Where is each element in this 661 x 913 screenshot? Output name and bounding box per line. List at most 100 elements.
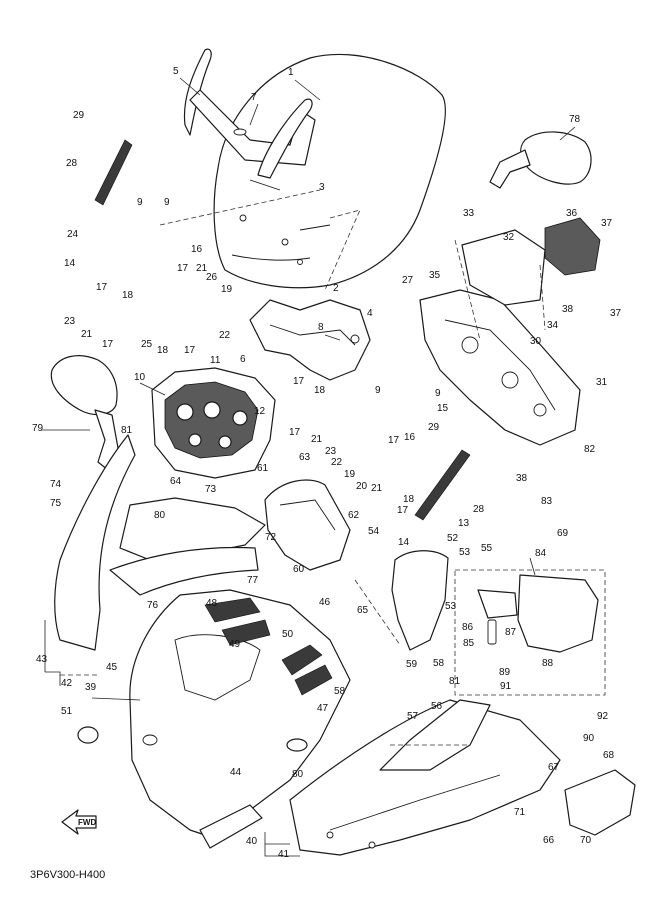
callout-58: 58 (334, 686, 346, 697)
callout-61: 61 (257, 463, 269, 474)
callout-17: 17 (388, 435, 400, 446)
callout-64: 64 (170, 476, 182, 487)
callout-31: 31 (596, 377, 608, 388)
callout-25: 25 (141, 339, 153, 350)
callout-23: 23 (325, 446, 337, 457)
callout-9: 9 (164, 197, 170, 208)
meter-assembly (151, 367, 276, 479)
callout-54: 54 (368, 526, 380, 537)
callout-9: 9 (375, 385, 381, 396)
callout-9: 9 (435, 388, 441, 399)
callout-70: 70 (580, 835, 592, 846)
callout-81: 81 (449, 676, 461, 687)
callout-21: 21 (81, 329, 93, 340)
callout-32: 32 (503, 232, 515, 243)
windshield-brace (183, 48, 316, 179)
callout-29: 29 (428, 422, 440, 433)
callout-6: 6 (240, 354, 246, 365)
right-mirror (489, 131, 592, 189)
callout-39: 39 (85, 682, 97, 693)
callout-69: 69 (557, 528, 569, 539)
fwd-arrow-icon: FWD (61, 809, 97, 835)
callout-36: 36 (566, 208, 578, 219)
callout-5: 5 (173, 66, 179, 77)
callout-50: 50 (282, 629, 294, 640)
callout-17: 17 (177, 263, 189, 274)
callout-75: 75 (50, 498, 62, 509)
callout-19: 19 (221, 284, 233, 295)
callout-86: 86 (462, 622, 474, 633)
callout-24: 24 (67, 229, 79, 240)
callout-34: 34 (547, 320, 559, 331)
callout-74: 74 (50, 479, 62, 490)
lower-bracket (564, 769, 636, 836)
callout-82: 82 (584, 444, 596, 455)
brackets (44, 620, 300, 857)
bottom-cowling (289, 699, 561, 856)
callout-65: 65 (357, 605, 369, 616)
callout-59: 59 (406, 659, 418, 670)
callout-8: 8 (318, 322, 324, 333)
callout-11: 11 (210, 355, 221, 366)
callout-84: 84 (535, 548, 547, 559)
callout-22: 22 (219, 330, 231, 341)
windshield (213, 53, 446, 289)
callout-19: 19 (344, 469, 356, 480)
callout-29: 29 (73, 110, 85, 121)
callout-14: 14 (64, 258, 76, 269)
callout-76: 76 (147, 600, 159, 611)
callout-38: 38 (562, 304, 574, 315)
callout-57: 57 (407, 711, 419, 722)
callout-78: 78 (569, 114, 581, 125)
box-assembly (454, 569, 606, 696)
callout-9: 9 (137, 197, 143, 208)
callout-88: 88 (542, 658, 554, 669)
callout-85: 85 (463, 638, 475, 649)
callout-12: 12 (254, 406, 266, 417)
callout-2: 2 (333, 283, 339, 294)
callout-3: 3 (319, 182, 325, 193)
callout-16: 16 (404, 432, 416, 443)
left-mirror (50, 355, 119, 471)
callout-7: 7 (251, 92, 257, 103)
callout-17: 17 (184, 345, 196, 356)
callout-23: 23 (64, 316, 76, 327)
callout-83: 83 (541, 496, 553, 507)
callout-60: 60 (293, 564, 305, 575)
callout-18: 18 (403, 494, 415, 505)
callout-38: 38 (516, 473, 528, 484)
callout-15: 15 (437, 403, 449, 414)
callout-46: 46 (319, 597, 331, 608)
callout-17: 17 (289, 427, 301, 438)
callout-79: 79 (32, 423, 44, 434)
callout-17: 17 (96, 282, 108, 293)
callout-28: 28 (66, 158, 78, 169)
callout-42: 42 (61, 678, 73, 689)
callout-18: 18 (122, 290, 134, 301)
callout-22: 22 (331, 457, 343, 468)
callout-53: 53 (459, 547, 471, 558)
callout-21: 21 (196, 263, 208, 274)
callout-45: 45 (106, 662, 118, 673)
right-bracket-assembly (419, 217, 601, 446)
leader-lines (42, 77, 576, 701)
callout-49: 49 (229, 639, 241, 650)
guide-lines (60, 189, 546, 746)
callout-90: 90 (583, 733, 595, 744)
callout-87: 87 (505, 627, 517, 638)
callout-20: 20 (356, 481, 368, 492)
callout-10: 10 (134, 372, 146, 383)
front-cowling (129, 589, 351, 849)
callout-80: 80 (154, 510, 166, 521)
inner-panel (264, 479, 351, 571)
callout-18: 18 (157, 345, 169, 356)
callout-77: 77 (247, 575, 259, 586)
fwd-label: FWD (78, 818, 96, 827)
callout-33: 33 (463, 208, 475, 219)
callout-35: 35 (429, 270, 441, 281)
callout-44: 44 (230, 767, 242, 778)
callout-68: 68 (603, 750, 615, 761)
cowling-stay (249, 299, 371, 381)
callout-92: 92 (597, 711, 609, 722)
